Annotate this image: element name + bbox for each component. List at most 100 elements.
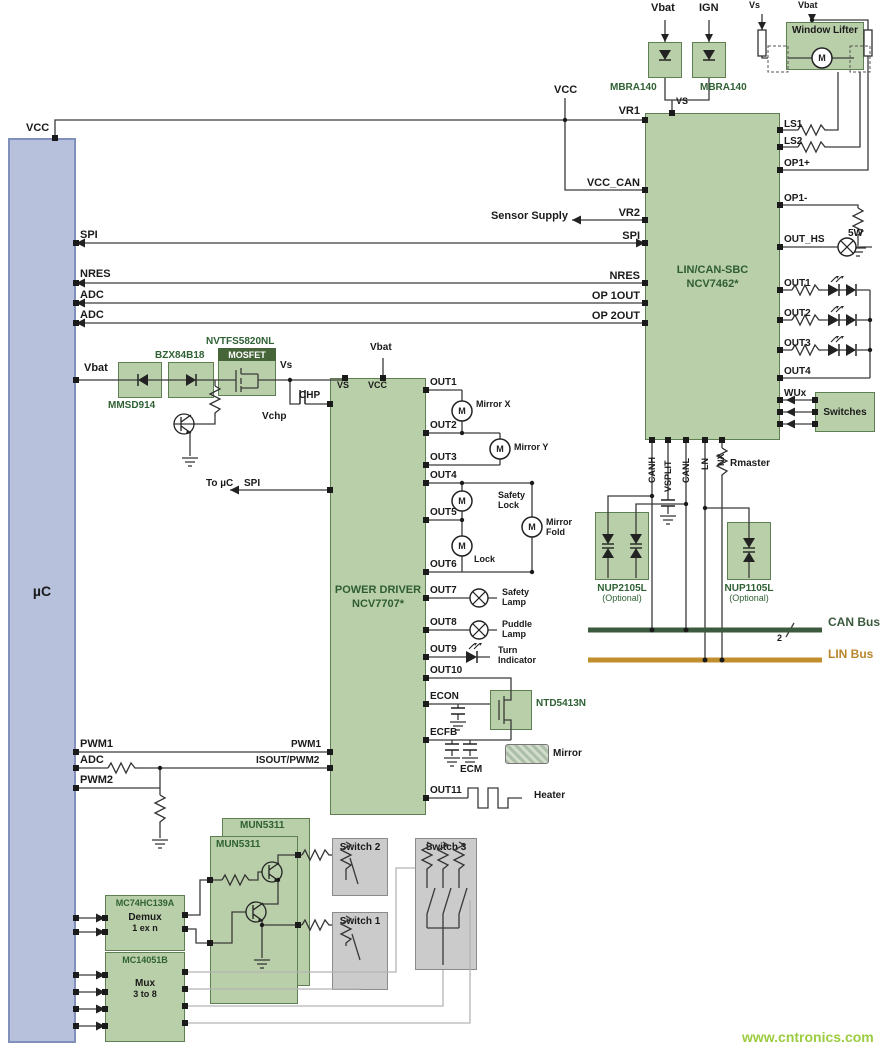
label-pd-vs-pin: VS xyxy=(337,380,350,390)
label-mun5311-back: MUN5311 xyxy=(240,820,285,831)
label-pd-out7: OUT7 xyxy=(430,585,457,596)
label-mirror: Mirror xyxy=(553,748,582,759)
label-pd-out1: OUT1 xyxy=(430,377,457,388)
label-vs-node: Vs xyxy=(280,360,293,371)
label-sensor-supply: Sensor Supply xyxy=(490,210,568,222)
label-vbat2-top: Vbat xyxy=(798,0,818,10)
label-uc-adc1: ADC xyxy=(80,289,104,301)
switch1-block: Switch 1 xyxy=(332,912,388,990)
bzx84b18-block xyxy=(168,362,214,398)
label-sbc-canh: CANH xyxy=(647,457,657,483)
label-sbc-op1m: OP1- xyxy=(784,193,808,204)
label-to-uc: To µC xyxy=(206,478,234,489)
label-sbc-wux: WUx xyxy=(784,388,807,399)
label-rmaster: Rmaster xyxy=(730,458,771,469)
microcontroller-label: µC xyxy=(32,582,52,599)
svg-text:M: M xyxy=(458,541,466,551)
label-sbc-out2: OUT2 xyxy=(784,308,811,319)
label-sbc-nx: NX xyxy=(716,453,726,466)
label-mux-ratio: 3 to 8 xyxy=(133,989,157,999)
label-pd-out3: OUT3 xyxy=(430,452,457,463)
label-pd-out8: OUT8 xyxy=(430,617,457,628)
label-pd-out9: OUT9 xyxy=(430,644,457,655)
label-pd-out6: OUT6 xyxy=(430,559,457,570)
field-buses xyxy=(588,627,822,663)
label-bzx84b18: BZX84B18 xyxy=(155,350,205,361)
label-safety-lamp-2: Lamp xyxy=(502,597,527,607)
window-lifter-block: Window Lifter xyxy=(786,22,864,70)
label-sbc-out1: OUT1 xyxy=(784,278,811,289)
microcontroller-block: µC xyxy=(8,138,76,1043)
label-mirror-fold-2: Fold xyxy=(546,527,565,537)
label-sbc-vr2: VR2 xyxy=(618,207,640,219)
label-puddle-lamp-2: Lamp xyxy=(502,629,527,639)
label-sbc-out4: OUT4 xyxy=(784,366,811,377)
label-5w: 5W xyxy=(848,228,863,239)
label-sbc-vr1: VR1 xyxy=(618,105,640,117)
label-pd-ecfb: ECFB xyxy=(430,727,458,738)
label-sbc-vs-pin: VS xyxy=(676,96,689,106)
mosfet-banner: MOSFET xyxy=(218,348,276,361)
label-demux: Demux xyxy=(128,912,162,923)
label-uc-vbat: Vbat xyxy=(84,362,108,374)
label-mux: Mux xyxy=(135,978,155,989)
label-nvtfs5820nl: NVTFS5820NL xyxy=(206,336,275,347)
label-can-bus: CAN Bus xyxy=(828,615,881,629)
label-nup2105l-optional: (Optional) xyxy=(602,593,642,603)
label-mmsd914: MMSD914 xyxy=(108,400,156,411)
label-sbc-canl: CANL xyxy=(681,458,691,483)
switch1-label: Switch 1 xyxy=(339,916,381,927)
label-pd-out5: OUT5 xyxy=(430,507,457,518)
label-pd-pwm1: PWM1 xyxy=(291,739,321,750)
label-pd-vcc-pin: VCC xyxy=(368,380,388,390)
window-lifter-label: Window Lifter xyxy=(791,25,858,36)
label-sbc-op1out: OP 1OUT xyxy=(591,290,640,302)
switch2-block: Switch 2 xyxy=(332,838,388,896)
label-uc-adc2: ADC xyxy=(80,309,104,321)
label-lock: Lock xyxy=(474,554,496,564)
switch3-label: Switch 3 xyxy=(425,842,467,853)
label-pd-vbat: Vbat xyxy=(370,342,392,353)
label-sbc-op2out: OP 2OUT xyxy=(591,310,640,322)
label-vbat-top: Vbat xyxy=(651,2,675,14)
label-uc-pwm2: PWM2 xyxy=(80,774,113,786)
label-uc-nres: NRES xyxy=(80,268,111,280)
label-chp: CHP xyxy=(299,390,321,401)
watermark: www.cntronics.com xyxy=(742,1029,874,1045)
mirror-glass xyxy=(505,744,549,764)
power-driver-title: POWER DRIVER NCV7707* xyxy=(334,583,422,610)
nup1105l-block xyxy=(727,522,771,580)
label-sbc-nres: NRES xyxy=(609,270,640,282)
label-safety-lock-2: Lock xyxy=(498,500,520,510)
label-uc-pwm1: PWM1 xyxy=(80,738,113,750)
label-vs-top: Vs xyxy=(749,0,761,10)
label-sbc-vcc-can: VCC_CAN xyxy=(586,177,640,189)
lin-can-sbc-block: LIN/CAN-SBC NCV7462* xyxy=(645,113,780,440)
label-pd-spi: SPI xyxy=(244,478,261,489)
label-uc-vcc: VCC xyxy=(26,122,50,134)
label-pd-econ: ECON xyxy=(430,691,459,702)
label-mirror-y: Mirror Y xyxy=(514,442,549,452)
label-heater: Heater xyxy=(534,790,566,801)
label-sbc-ln: LN xyxy=(700,458,710,470)
label-demux-ratio: 1 ex n xyxy=(132,923,158,933)
svg-text:M: M xyxy=(458,496,466,506)
lin-can-sbc-title: LIN/CAN-SBC NCV7462* xyxy=(676,263,749,290)
label-uc-adc3: ADC xyxy=(80,754,104,766)
mmsd914-block xyxy=(118,362,162,398)
label-lin-bus: LIN Bus xyxy=(828,647,874,661)
label-mirror-fold-1: Mirror xyxy=(546,517,573,527)
label-mc74hc139a: MC74HC139A xyxy=(115,898,175,908)
label-uc-spi: SPI xyxy=(80,229,98,241)
label-sbc-op1p: OP1+ xyxy=(784,158,810,169)
switch3-block: Switch 3 xyxy=(415,838,477,970)
power-driver-block: POWER DRIVER NCV7707* xyxy=(330,378,426,815)
switches-label: Switches xyxy=(823,406,867,418)
svg-text:M: M xyxy=(528,522,536,532)
label-mun5311-front: MUN5311 xyxy=(216,839,261,850)
label-vcc-top: VCC xyxy=(554,84,578,96)
label-pd-out4: OUT4 xyxy=(430,470,457,481)
switch2-label: Switch 2 xyxy=(339,842,381,853)
ntd5413n-block xyxy=(490,690,532,730)
